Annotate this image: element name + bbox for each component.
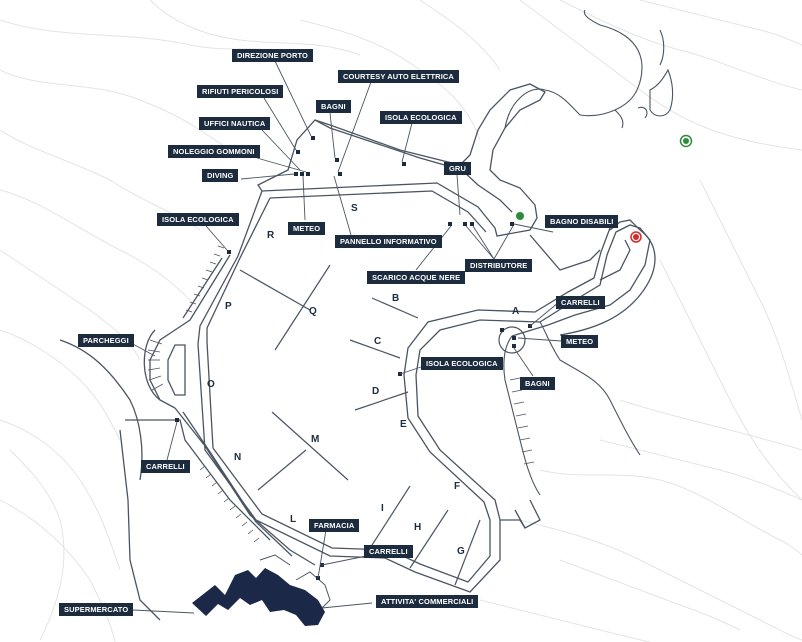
label-carrelli-left: CARRELLI (141, 460, 190, 473)
label-farmacia: FARMACIA (309, 519, 360, 532)
pier-e: E (400, 419, 407, 430)
label-bagni-right: BAGNI (520, 377, 555, 390)
pier-o: O (207, 379, 215, 390)
commercial-buildings (192, 568, 325, 626)
building-outlines (259, 554, 331, 609)
pier-r: R (267, 230, 275, 241)
label-parcheggi: PARCHEGGI (78, 334, 134, 347)
label-diving: DIVING (202, 169, 239, 182)
leader-lines (128, 60, 562, 614)
label-courtesy-auto: COURTESY AUTO ELETTRICA (338, 70, 459, 83)
label-carrelli-right: CARRELLI (556, 296, 605, 309)
label-isola-ecologica-mid: ISOLA ECOLOGICA (421, 357, 503, 370)
pier-n: N (234, 452, 242, 463)
green-buoy-icon (683, 138, 689, 144)
green-lighthouse-icon (516, 212, 524, 220)
piers (239, 264, 481, 586)
label-carrelli-bottom: CARRELLI (364, 545, 413, 558)
pier-q: Q (309, 306, 317, 317)
pier-f: F (454, 481, 461, 492)
label-isola-ecologica-top: ISOLA ECOLOGICA (380, 111, 462, 124)
label-supermercato: SUPERMERCATO (59, 603, 134, 616)
label-distributore: DISTRIBUTORE (465, 259, 533, 272)
label-meteo-top: METEO (288, 222, 326, 235)
label-scarico-acque-nere: SCARICO ACQUE NERE (367, 271, 466, 284)
pier-b: B (392, 293, 400, 304)
pier-s: S (351, 203, 358, 214)
label-isola-ecologica-left: ISOLA ECOLOGICA (157, 213, 239, 226)
label-bagni-top: BAGNI (316, 100, 351, 113)
coastline (503, 9, 674, 496)
pier-g: G (457, 546, 465, 557)
pier-a: A (512, 306, 520, 317)
harbor-outline (59, 83, 656, 621)
pier-p: P (225, 301, 232, 312)
label-pannello-informativo: PANNELLO INFORMATIVO (335, 235, 442, 248)
pier-m: M (311, 434, 320, 445)
label-rifiuti-pericolosi: RIFIUTI PERICOLOSI (197, 85, 284, 98)
roundabout (498, 326, 526, 354)
label-meteo-right: METEO (561, 335, 599, 348)
pier-i: I (381, 503, 384, 514)
label-bagno-disabili: BAGNO DISABILI (545, 215, 619, 228)
pier-d: D (372, 386, 380, 397)
pier-h: H (414, 522, 422, 533)
pier-c: C (374, 336, 382, 347)
label-attivita-commerciali: ATTIVITA' COMMERCIALI (376, 595, 479, 608)
pier-l: L (290, 514, 297, 525)
label-uffici-nautica: UFFICI NAUTICA (199, 117, 271, 130)
label-direzione-porto: DIREZIONE PORTO (232, 49, 313, 62)
quay-hatching (147, 245, 535, 543)
red-lighthouse-icon (633, 234, 639, 240)
label-gru: GRU (444, 162, 471, 175)
label-noleggio-gommoni: NOLEGGIO GOMMONI (168, 145, 260, 158)
